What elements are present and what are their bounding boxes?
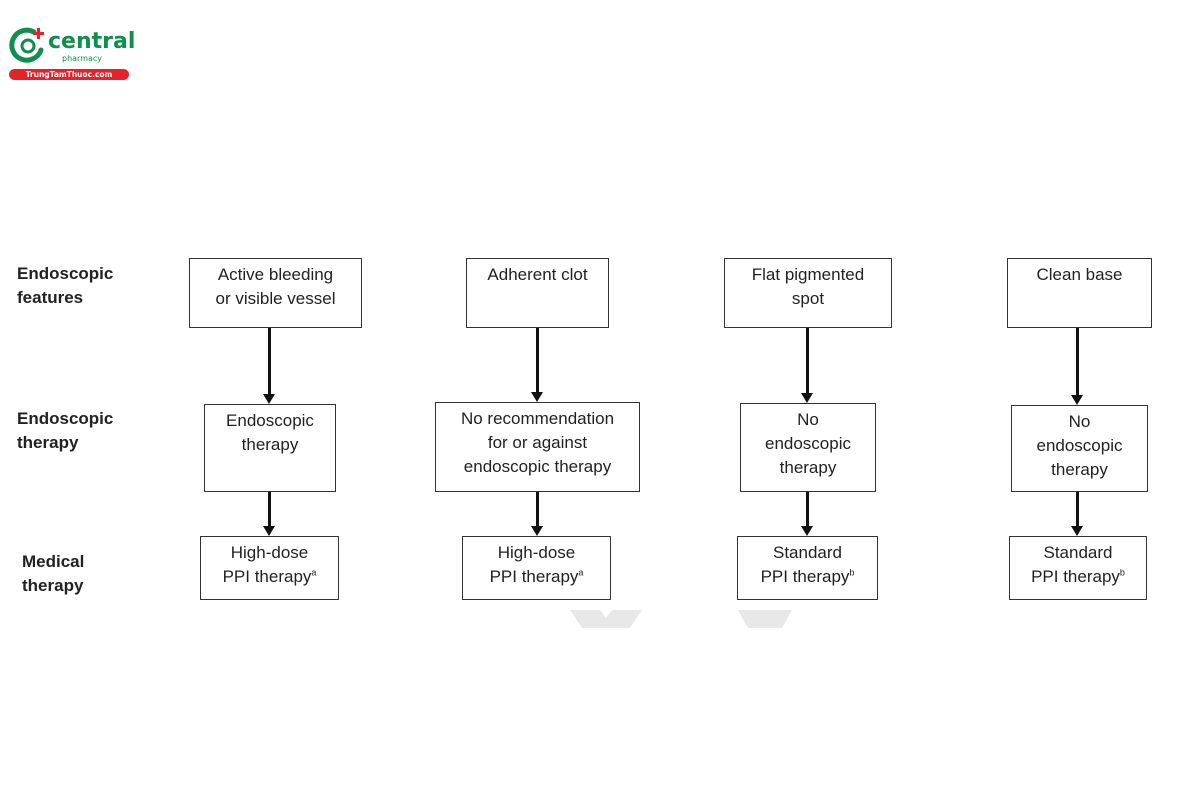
- box-line: endoscopic: [1036, 436, 1123, 455]
- row-label-line: therapy: [17, 433, 79, 452]
- footnote-marker: a: [578, 567, 584, 578]
- feature-box-flat-pigmented-spot: Flat pigmented spot: [724, 258, 892, 328]
- box-line: Standard: [773, 543, 842, 562]
- row-label-line: Endoscopic: [17, 409, 114, 428]
- box-line: Endoscopic: [226, 411, 314, 430]
- arrow-down: [801, 328, 813, 403]
- box-line: spot: [791, 289, 825, 308]
- box-line: Adherent clot: [487, 265, 588, 284]
- therapy-box-no-endoscopic: No endoscopic therapy: [740, 403, 876, 492]
- box-line: Clean base: [1036, 265, 1123, 284]
- box-line: No recommendation: [460, 409, 615, 428]
- row-label-line: therapy: [22, 576, 84, 595]
- row-label-medical-therapy: Medical therapy: [22, 550, 162, 598]
- box-line: No: [797, 410, 819, 429]
- box-line: Flat pigmented: [751, 265, 865, 284]
- box-line: PPI therapy: [489, 567, 579, 586]
- row-label-features: Endoscopic features: [17, 262, 157, 310]
- box-line: endoscopic: [764, 434, 851, 453]
- box-line: or visible vessel: [215, 289, 336, 308]
- box-line: PPI therapy: [222, 567, 312, 586]
- box-line-with-note: PPI therapyb: [1010, 565, 1146, 589]
- box-line-with-note: PPI therapyb: [738, 565, 877, 589]
- feature-box-clean-base: Clean base: [1007, 258, 1152, 328]
- row-label-line: Medical: [22, 552, 85, 571]
- watermark-chevron-icon: [570, 610, 642, 628]
- arrow-down: [263, 328, 275, 404]
- logo-ring-icon: [9, 27, 44, 63]
- box-line: No: [1068, 412, 1091, 431]
- row-label-line: Endoscopic: [17, 264, 114, 283]
- arrow-down: [1071, 328, 1083, 405]
- feature-box-adherent-clot: Adherent clot: [466, 258, 609, 328]
- logo-brand: central: [48, 29, 136, 54]
- medical-box-high-dose: High-dose PPI therapya: [200, 536, 339, 600]
- medical-box-standard: Standard PPI therapyb: [737, 536, 878, 600]
- watermark-chevron-icon: [738, 610, 792, 628]
- therapy-box-no-endoscopic: No endoscopic therapy: [1011, 405, 1148, 492]
- arrow-down: [801, 492, 813, 536]
- row-label-line: features: [17, 288, 84, 307]
- box-line: for or against: [487, 433, 588, 452]
- footnote-marker: b: [1119, 567, 1125, 578]
- box-line: therapy: [1051, 460, 1108, 479]
- box-line: PPI therapy: [760, 567, 850, 586]
- medical-box-standard: Standard PPI therapyb: [1009, 536, 1147, 600]
- logo-url: TrungTamThuoc.com: [9, 69, 129, 80]
- therapy-box-endoscopic: Endoscopic therapy: [204, 404, 336, 492]
- box-line-with-note: PPI therapya: [463, 565, 610, 589]
- box-line: therapy: [779, 458, 837, 477]
- feature-box-active-bleeding: Active bleeding or visible vessel: [189, 258, 362, 328]
- box-line-with-note: PPI therapya: [201, 565, 338, 589]
- arrow-down: [263, 492, 275, 536]
- row-label-endoscopic-therapy: Endoscopic therapy: [17, 407, 157, 455]
- arrow-down: [1071, 492, 1083, 536]
- box-line: High-dose: [230, 543, 309, 562]
- arrow-down: [531, 328, 543, 402]
- box-line: endoscopic therapy: [463, 457, 612, 476]
- box-line: Active bleeding: [217, 265, 334, 284]
- arrow-down: [531, 492, 543, 536]
- box-line: PPI therapy: [1031, 567, 1120, 586]
- footnote-marker: b: [849, 567, 855, 578]
- central-pharmacy-logo: central pharmacy TrungTamThuoc.com: [4, 20, 135, 82]
- footnote-marker: a: [311, 567, 317, 578]
- box-line: Standard: [1043, 543, 1113, 562]
- logo-sub: pharmacy: [62, 54, 103, 63]
- box-line: therapy: [241, 435, 299, 454]
- therapy-box-no-recommendation: No recommendation for or against endosco…: [435, 402, 640, 492]
- medical-box-high-dose: High-dose PPI therapya: [462, 536, 611, 600]
- box-line: High-dose: [497, 543, 576, 562]
